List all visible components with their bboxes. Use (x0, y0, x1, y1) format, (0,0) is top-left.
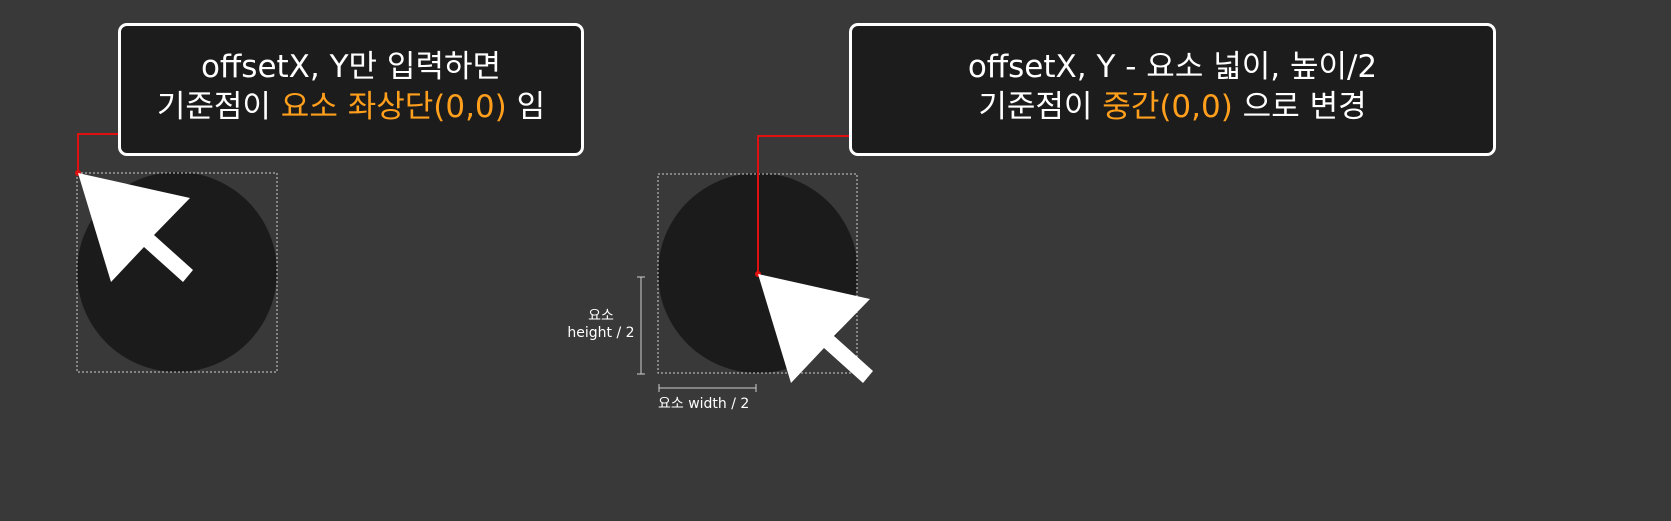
callout-left: offsetX, Y만 입력하면 기준점이 요소 좌상단(0,0) 임 (118, 23, 584, 156)
callout-right: offsetX, Y - 요소 넓이, 높이/2 기준점이 중간(0,0) 으로… (849, 23, 1496, 156)
height-dimension-line (637, 276, 645, 375)
callout-right-line1: offsetX, Y - 요소 넓이, 높이/2 (967, 49, 1378, 85)
callout-left-line2-suffix: 임 (506, 89, 546, 125)
width-dimension-line (658, 384, 757, 392)
cursor-arrow-icon (758, 274, 873, 383)
callout-left-line1: offsetX, Y만 입력하면 (200, 49, 502, 85)
callout-right-line2: 기준점이 중간(0,0) 으로 변경 (852, 87, 1493, 127)
height-label-line1: 요소 (588, 308, 614, 324)
left-element-bounds (76, 172, 278, 373)
height-label-line2: height / 2 (567, 325, 635, 341)
callout-right-line2-suffix: 으로 변경 (1232, 89, 1367, 125)
right-pointer-line (757, 135, 892, 274)
callout-right-highlight: 중간(0,0) (1102, 89, 1233, 125)
left-example (75, 133, 278, 373)
right-element-bounds (657, 173, 858, 374)
callout-left-line2: 기준점이 요소 좌상단(0,0) 임 (121, 87, 581, 127)
left-pointer-line (77, 133, 118, 173)
callout-left-line2-prefix: 기준점이 (156, 89, 281, 125)
callout-left-highlight: 요소 좌상단(0,0) (280, 89, 507, 125)
cursor-arrow-icon (78, 173, 193, 282)
right-example (637, 135, 892, 392)
width-dimension-label: 요소 width / 2 (658, 396, 750, 412)
callout-right-line2-prefix: 기준점이 (978, 89, 1103, 125)
height-dimension-label: 요소 height / 2 (562, 308, 640, 342)
